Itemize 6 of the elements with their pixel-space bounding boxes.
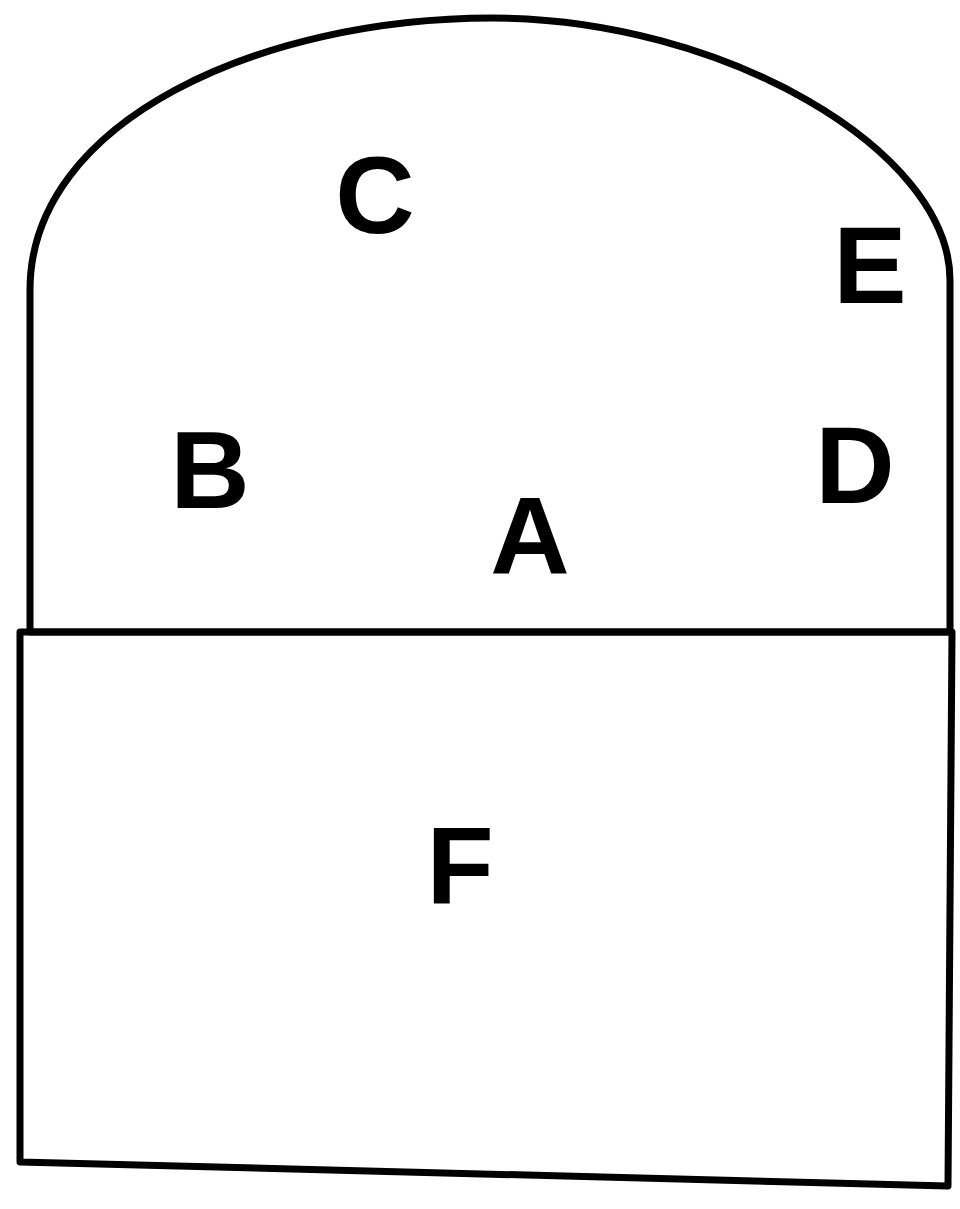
region-letter: A: [490, 480, 570, 590]
region-letter: C: [335, 140, 415, 250]
region-letter: F: [426, 811, 494, 921]
region-letter: B: [170, 415, 250, 525]
region-letter: D: [815, 410, 895, 520]
region-letter: E: [833, 210, 907, 320]
